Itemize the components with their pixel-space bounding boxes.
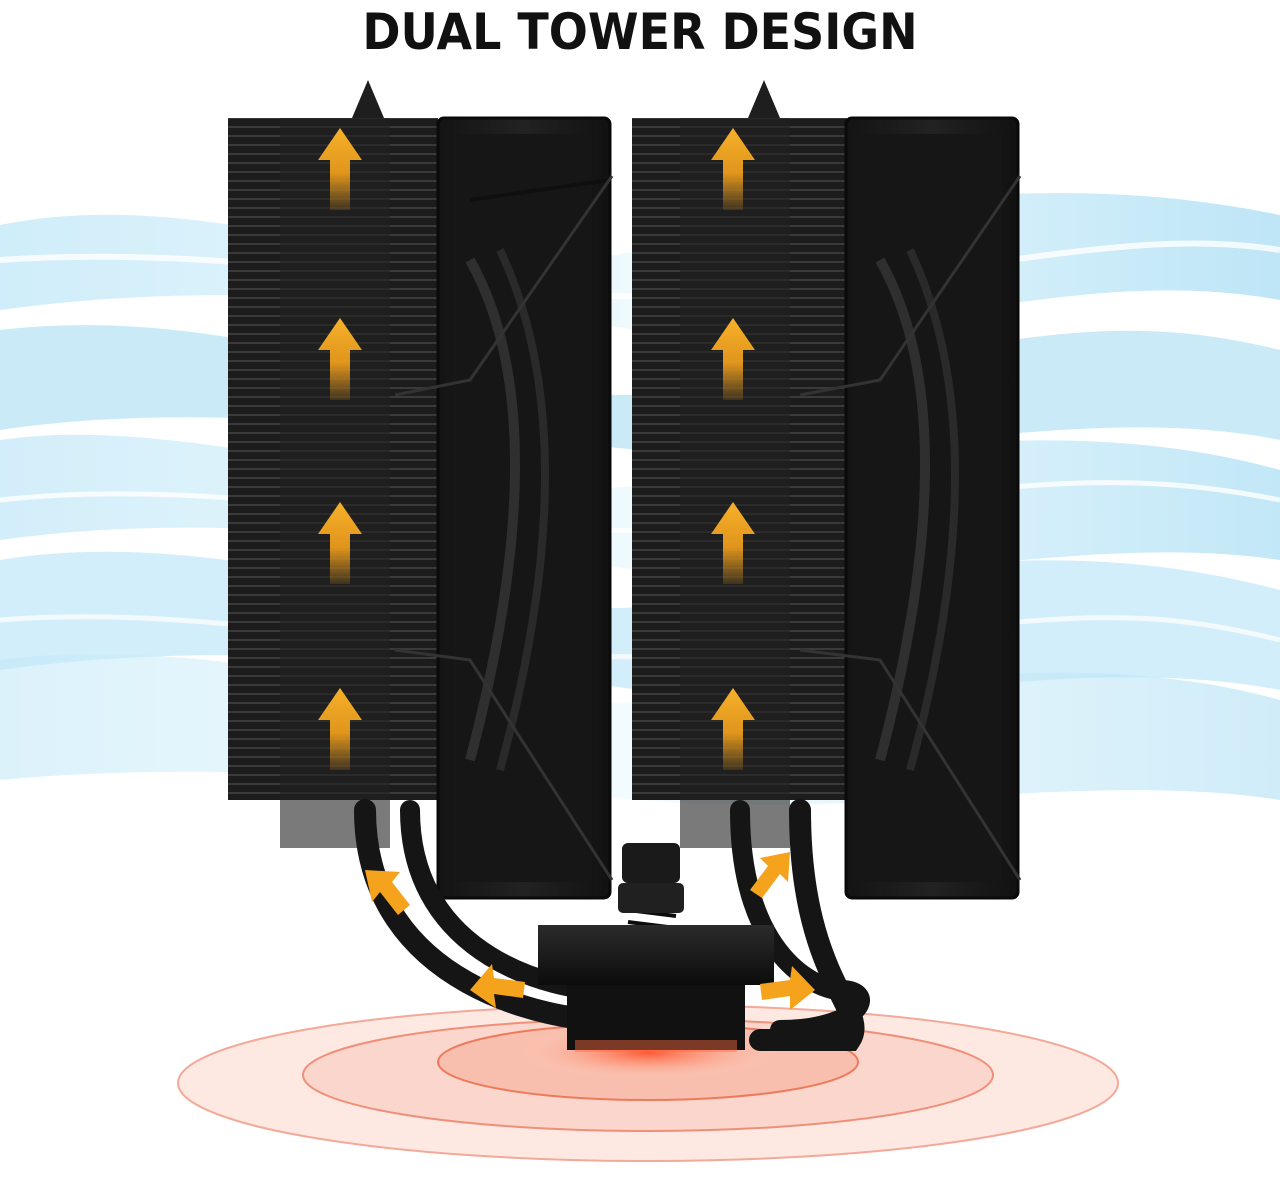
airflow-arrows-right (711, 128, 755, 770)
heatpipe-arrows (365, 852, 815, 1010)
heatpipe-arrow-icon (470, 964, 525, 1008)
heatpipe-arrow-icon (760, 966, 815, 1010)
up-arrow-icon (318, 688, 362, 770)
up-arrow-icon (318, 318, 362, 400)
up-arrow-icon (711, 502, 755, 584)
up-arrow-icon (318, 502, 362, 584)
left-fan (394, 116, 614, 900)
heatpipe-arrow-icon (365, 870, 410, 915)
up-arrow-icon (711, 318, 755, 400)
up-arrow-icon (711, 688, 755, 770)
cpu-base-block (538, 843, 774, 1052)
airflow-arrows-left (318, 128, 362, 770)
up-arrow-icon (711, 128, 755, 210)
right-fan (799, 116, 1022, 900)
headline: DUAL TOWER DESIGN (362, 3, 918, 61)
left-tower-heatsink (228, 80, 438, 848)
heatpipe-arrow-icon (750, 852, 790, 898)
up-arrow-icon (318, 128, 362, 210)
